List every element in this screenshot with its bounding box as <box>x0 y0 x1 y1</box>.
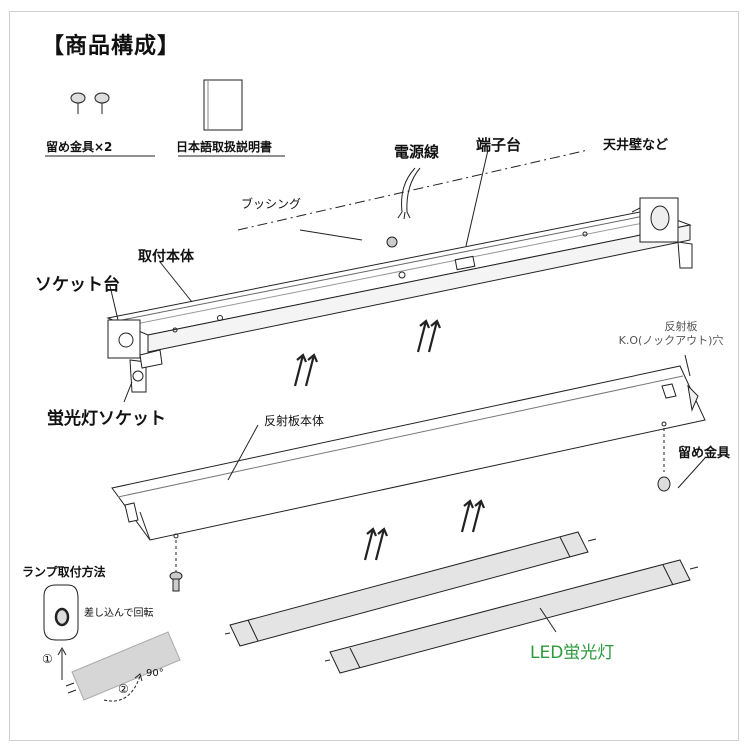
page-title: 【商品構成】 <box>42 34 181 59</box>
mount-body-drawing <box>106 209 692 353</box>
clips-label: 留め金具×2 <box>46 140 113 154</box>
reflector-body-label: 反射板本体 <box>264 414 325 428</box>
manual-booklet-icon <box>203 79 243 131</box>
bushing-label: ブッシング <box>241 197 302 211</box>
reflector-ko-label-line2: K.O(ノックアウト)穴 <box>618 334 724 347</box>
figure-frame <box>9 11 739 741</box>
leader-lines <box>109 149 706 633</box>
led-tube-label: LED蛍光灯 <box>530 643 615 663</box>
led-tube-lower <box>324 559 699 674</box>
reflector-ko-label-line1: 反射板 <box>664 320 698 333</box>
lamp-install-step2: ② <box>118 682 129 696</box>
power-cord-drawing <box>397 167 421 220</box>
mount-body-label: 取付本体 <box>138 249 194 265</box>
fluorescent-socket-label: 蛍光灯ソケット <box>47 409 166 429</box>
clip-right-drawing <box>657 476 671 492</box>
lamp-install-angle: 90° <box>146 668 164 679</box>
up-arrows-4 <box>460 499 486 533</box>
ceiling-wall-label: 天井壁など <box>603 138 669 153</box>
manual-label: 日本語取扱説明書 <box>176 140 273 154</box>
ceiling-line <box>237 149 589 231</box>
lamp-install-heading: ランプ取付方法 <box>22 565 106 579</box>
lamp-install-instruction: 差し込んで回転 <box>84 608 154 619</box>
right-socket-drawing <box>631 197 693 269</box>
clip-screws-icon <box>70 92 110 114</box>
clip-left-drawing <box>169 571 183 592</box>
clip-label: 留め金具 <box>678 446 731 461</box>
terminal-block-label: 端子台 <box>476 136 522 154</box>
lamp-install-socket-drawing <box>43 584 181 702</box>
up-arrows-3 <box>363 527 389 561</box>
socket-base-label: ソケット台 <box>35 275 120 295</box>
reflector-body-drawing <box>111 365 706 541</box>
led-tube-upper <box>224 531 597 647</box>
up-arrows-1 <box>293 353 319 387</box>
left-socket-drawing <box>107 319 163 393</box>
up-arrows-2 <box>416 319 442 353</box>
lamp-install-step1: ① <box>42 652 53 666</box>
power-cord-label: 電源線 <box>394 143 440 161</box>
